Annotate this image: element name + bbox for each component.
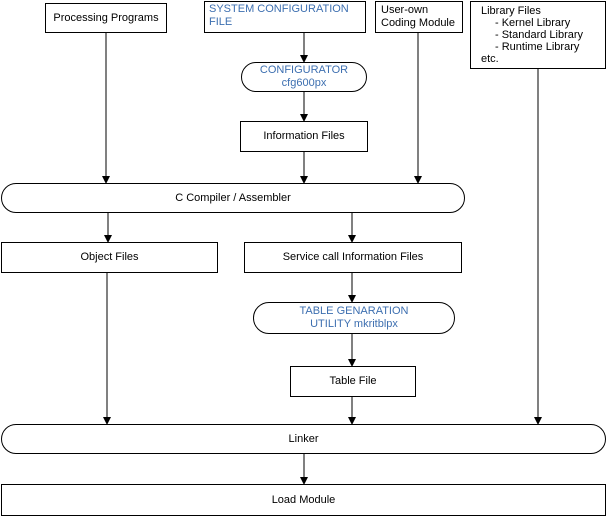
library-item-standard: - Standard Library [495, 29, 584, 41]
information-files-label: Information Files [263, 130, 345, 142]
load-module-label: Load Module [271, 493, 336, 506]
configurator-line-2: cfg600px [281, 77, 327, 89]
object-files-box: Object Files [1, 242, 218, 273]
user-own-line-1: User-own [381, 4, 429, 16]
library-files-box: Library Files - Kernel Library - Standar… [470, 1, 606, 69]
table-file-label: Table File [329, 375, 377, 387]
user-own-module-box: User-own Coding Module [375, 1, 463, 33]
configurator-node: CONFIGURATOR cfg600px [241, 62, 367, 92]
linker-label: Linker [288, 432, 319, 445]
system-config-file-box: SYSTEM CONFIGURATION FILE [204, 1, 366, 33]
system-config-line-1: SYSTEM CONFIGURATION [209, 3, 349, 15]
library-files-title: Library Files [481, 5, 541, 17]
service-call-info-label: Service call Information Files [282, 251, 424, 263]
service-call-info-box: Service call Information Files [244, 242, 462, 273]
table-generation-line-2: UTILITY mkritblpx [310, 318, 398, 330]
information-files-box: Information Files [240, 121, 368, 152]
c-compiler-label: C Compiler / Assembler [175, 191, 291, 204]
object-files-label: Object Files [80, 251, 139, 263]
table-file-box: Table File [290, 366, 416, 397]
processing-programs-box: Processing Programs [45, 3, 167, 33]
linker-node: Linker [1, 424, 606, 454]
load-module-box: Load Module [1, 484, 606, 516]
user-own-line-2: Coding Module [381, 17, 455, 29]
table-generation-line-1: TABLE GENARATION [299, 305, 409, 317]
system-config-line-2: FILE [209, 16, 233, 28]
c-compiler-node: C Compiler / Assembler [1, 183, 465, 213]
library-item-kernel: - Kernel Library [495, 17, 571, 29]
configurator-line-1: CONFIGURATOR [259, 64, 349, 76]
processing-programs-label: Processing Programs [53, 11, 159, 24]
table-generation-node: TABLE GENARATION UTILITY mkritblpx [253, 302, 455, 334]
library-files-footer: etc. [481, 53, 499, 65]
library-item-runtime: - Runtime Library [495, 41, 580, 53]
